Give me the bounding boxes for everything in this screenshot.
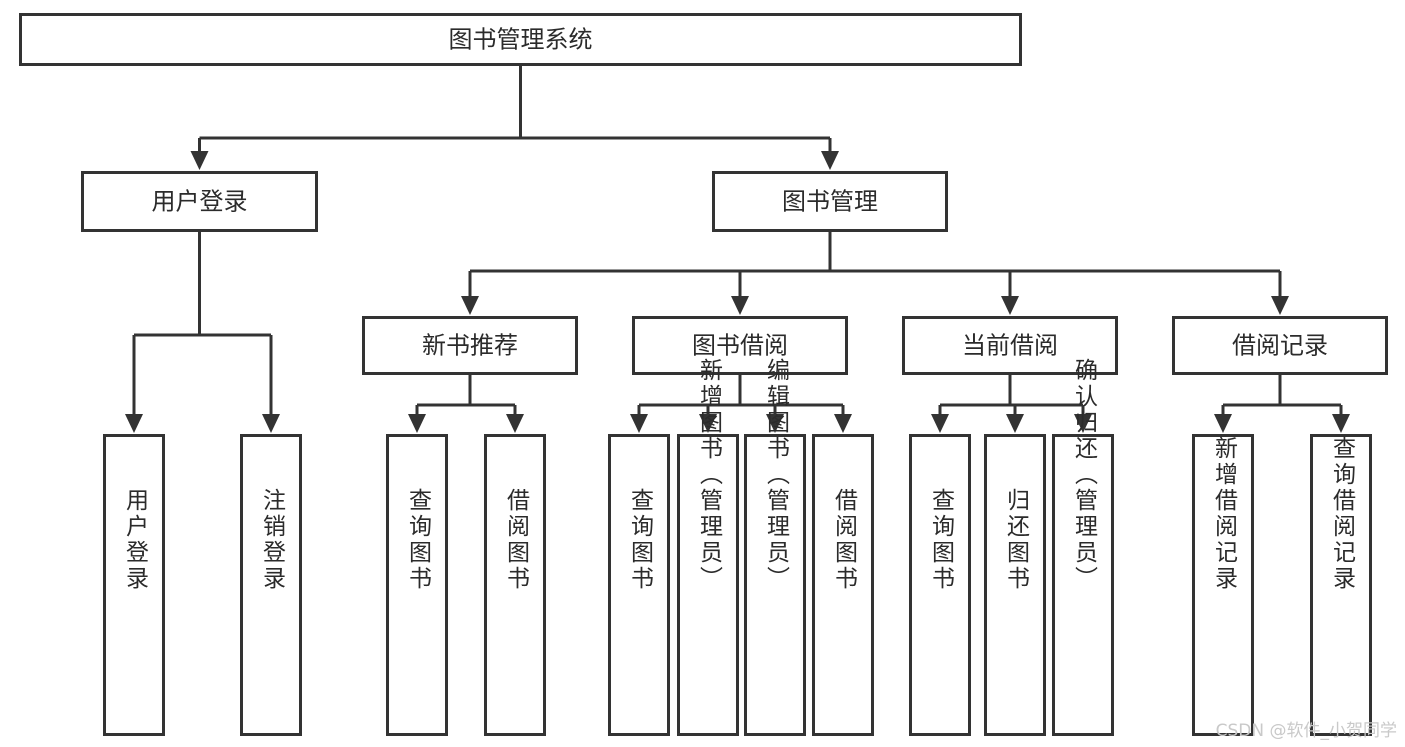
node-user-login[interactable]: 用户登录 [81,171,318,232]
node-box [240,434,302,736]
node-box [1172,316,1388,375]
node-label: 编辑图书（管理员） [763,358,791,592]
node-leaf-edit-book[interactable]: 编辑图书（管理员） [744,358,806,736]
connector-root-bus [190,66,839,170]
node-book-manage[interactable]: 图书管理 [712,171,948,232]
node-label: 当前借阅 [962,332,1058,360]
node-label: 图书管理 [782,188,878,216]
node-label: 查询图书 [627,488,655,592]
node-box [712,171,948,232]
node-box [103,434,165,736]
node-label: 用户登录 [152,188,248,216]
node-leaf-add-record[interactable]: 新增借阅记录 [1192,434,1254,736]
node-box [1192,434,1254,736]
node-label: 新书推荐 [422,332,518,360]
node-box [484,434,546,736]
node-leaf-user-login[interactable]: 用户登录 [103,434,165,736]
node-leaf-query-record[interactable]: 查询借阅记录 [1310,434,1372,736]
node-box [744,434,806,736]
node-current-borrow[interactable]: 当前借阅 [902,316,1118,375]
node-box [81,171,318,232]
node-box [909,434,971,736]
node-label: 新增图书（管理员） [696,358,724,592]
node-label: 图书管理系统 [449,26,593,54]
node-leaf-query-book-2[interactable]: 查询图书 [608,434,670,736]
node-box [19,13,1022,66]
node-box [386,434,448,736]
node-label: 借阅图书 [831,488,859,592]
node-box [812,434,874,736]
connector-current-bus [931,375,1092,433]
node-root[interactable]: 图书管理系统 [19,13,1022,66]
node-box [677,434,739,736]
node-box [632,316,848,375]
node-label: 新增借阅记录 [1211,436,1239,592]
connector-book-manage-bus [461,232,1289,315]
node-leaf-borrow-book-1[interactable]: 借阅图书 [484,434,546,736]
node-box [902,316,1118,375]
nodes-layer: 图书管理系统用户登录图书管理新书推荐图书借阅当前借阅借阅记录用户登录注销登录查询… [19,13,1388,736]
connector-new-book-bus [408,375,524,433]
node-label: 查询借阅记录 [1329,436,1357,592]
edges-layer [125,66,1350,433]
node-leaf-return-book[interactable]: 归还图书 [984,434,1046,736]
node-box [984,434,1046,736]
node-box [608,434,670,736]
node-label: 查询图书 [405,488,433,592]
node-label: 借阅图书 [503,488,531,592]
node-box [1310,434,1372,736]
node-label: 归还图书 [1003,488,1031,592]
node-label: 借阅记录 [1232,332,1328,360]
node-leaf-confirm-return[interactable]: 确认归还（管理员） [1052,358,1114,736]
node-label: 用户登录 [122,488,150,592]
node-leaf-query-book-3[interactable]: 查询图书 [909,434,971,736]
node-new-book-rec[interactable]: 新书推荐 [362,316,578,375]
node-leaf-borrow-book-2[interactable]: 借阅图书 [812,434,874,736]
connector-user-login-bus [125,232,280,433]
node-borrow-record[interactable]: 借阅记录 [1172,316,1388,375]
node-leaf-user-logout[interactable]: 注销登录 [240,434,302,736]
node-label: 确认归还（管理员） [1071,358,1099,592]
connector-book-borrow-bus [630,375,852,433]
node-label: 图书借阅 [692,332,788,360]
node-label: 查询图书 [928,488,956,592]
node-book-borrow[interactable]: 图书借阅 [632,316,848,375]
node-label: 注销登录 [259,488,287,592]
connector-record-bus [1214,375,1350,433]
watermark-csdn: CSDN @软件_小贺同学 [1215,721,1397,741]
node-leaf-add-book[interactable]: 新增图书（管理员） [677,358,739,736]
node-box [362,316,578,375]
node-box [1052,434,1114,736]
node-leaf-query-book-1[interactable]: 查询图书 [386,434,448,736]
